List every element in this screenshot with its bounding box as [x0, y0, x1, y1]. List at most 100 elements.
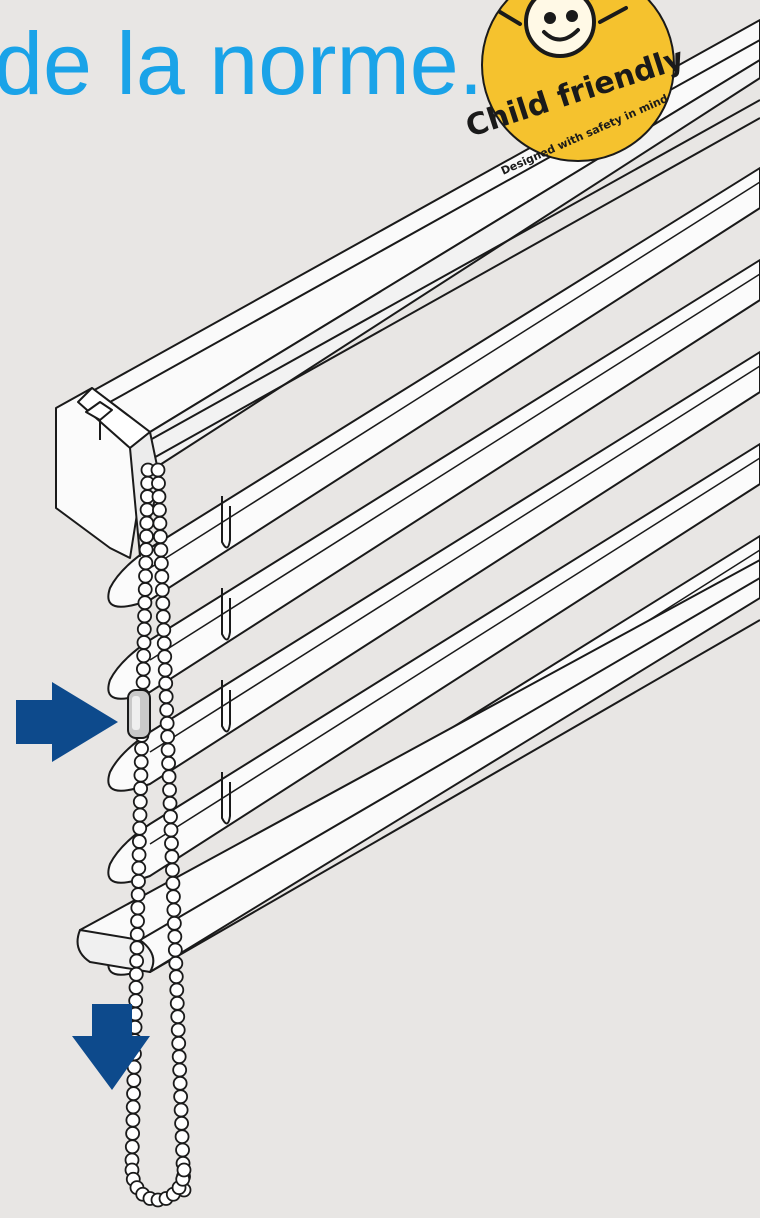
chain-bead-right	[163, 822, 179, 838]
chain-bead-right	[166, 915, 182, 931]
chain-bead-left	[135, 674, 151, 690]
chain-bead-right	[155, 609, 171, 625]
control-head-box	[55, 387, 161, 559]
chain-bead-right	[151, 489, 167, 505]
chain-bead-left	[128, 980, 144, 995]
chain-bead-left	[139, 528, 154, 544]
chain-connector	[127, 689, 151, 739]
chain-bead-right	[158, 675, 174, 691]
chain-bead-right	[156, 622, 172, 638]
chain-bead-left	[131, 860, 147, 876]
chain-bead-left	[131, 847, 147, 863]
chain-bead-right	[158, 689, 174, 705]
chain-bead-right	[159, 715, 175, 731]
slat	[107, 166, 760, 608]
chain-bead-right	[160, 742, 176, 758]
chain-bead-left	[138, 542, 154, 558]
chain-bead-right	[175, 1142, 190, 1158]
chain-bead-left	[131, 834, 147, 849]
chain-bead-left	[133, 781, 149, 796]
chain-bead-left	[136, 648, 152, 664]
chain-bead-right	[165, 862, 180, 878]
chain-bead-left	[136, 621, 152, 637]
chain-bead-right	[162, 795, 178, 811]
chain-bead-left	[128, 966, 144, 982]
chain-bead-right	[164, 835, 179, 851]
chain-bead-left	[126, 1072, 142, 1088]
chain-bead-right	[161, 769, 177, 785]
chain-bead-right	[153, 555, 169, 571]
chain-bead-right	[171, 1049, 187, 1065]
chain-bead-right	[157, 649, 173, 665]
arrow-right-icon	[16, 682, 118, 762]
chain-bead-right	[172, 1062, 188, 1078]
chain-bead-right	[166, 902, 182, 918]
smiling-child-face-icon	[498, 0, 628, 58]
chain-bead-left	[133, 754, 149, 770]
chain-bead-left	[126, 1086, 141, 1102]
slat	[107, 350, 760, 792]
ladder-clip	[221, 496, 231, 549]
arrow-down-icon	[72, 1004, 150, 1090]
chain-bead-right	[173, 1102, 189, 1118]
chain-bead-left	[129, 953, 145, 969]
chain-bead-left	[132, 794, 148, 810]
chain-bead-right	[173, 1089, 189, 1105]
chain-bead-right	[153, 542, 169, 558]
chain-bead-right	[152, 515, 168, 531]
chain-bead-left	[135, 661, 151, 677]
chain-bead-left	[125, 1099, 141, 1115]
chain-bead-right	[160, 729, 176, 745]
chain-bead-right	[156, 635, 172, 651]
chain-bead-right	[161, 755, 176, 771]
chain-bead-left	[131, 873, 146, 889]
chain-bead-right	[154, 582, 170, 598]
chain-bead-left	[134, 741, 149, 757]
chain-bead-right	[167, 929, 183, 945]
chain-bead-left	[137, 595, 153, 611]
chain-bead-right	[153, 529, 168, 545]
chain-bead-right	[171, 1035, 187, 1051]
ladder-clip	[221, 772, 231, 825]
ladder-clip	[221, 680, 231, 733]
chain-bead-left	[130, 900, 146, 916]
chain-bead-right	[165, 875, 181, 891]
chain-bead-right	[170, 1022, 186, 1038]
chain-bead-right	[162, 782, 177, 798]
slat	[107, 442, 760, 884]
chain-bead-left	[138, 555, 154, 571]
chain-bead-right	[150, 462, 166, 478]
ladder-clip	[221, 588, 231, 641]
chain-bead-right	[170, 1009, 186, 1025]
chain-bead-right	[163, 809, 178, 825]
chain-bead-right	[154, 569, 170, 585]
chain-bead-left	[132, 820, 148, 836]
page-title: de la norme.	[0, 14, 484, 113]
chain-bead-right	[151, 475, 166, 491]
chain-bead-right	[174, 1115, 189, 1131]
chain-bead-left	[136, 635, 152, 650]
chain-bead-right	[167, 942, 183, 958]
chain-bead-right	[174, 1129, 190, 1145]
chain-bead-loop	[176, 1162, 192, 1178]
chain-bead-left	[130, 913, 145, 929]
chain-bead-left	[133, 767, 149, 783]
child-friendly-badge: Child friendly Designed with safety in m…	[462, 0, 689, 178]
chain-bead-right	[169, 982, 185, 998]
chain-bead-left	[130, 887, 146, 903]
chain-bead-left	[132, 807, 148, 823]
chain-bead-left	[138, 568, 153, 584]
chain-bead-right	[164, 849, 180, 865]
chain-bead-left	[129, 927, 145, 942]
chain-bead-right	[152, 502, 167, 518]
chain-bead-left	[125, 1112, 141, 1128]
chain-bead-right	[168, 955, 184, 971]
chain-bead-right	[157, 662, 173, 678]
chain-bead-left	[129, 940, 145, 956]
slat	[107, 258, 760, 700]
chain-bead-left	[124, 1139, 140, 1155]
chain-bead-right	[168, 969, 184, 985]
chain-bead-right	[169, 995, 185, 1011]
chain-bead-left	[137, 582, 153, 597]
